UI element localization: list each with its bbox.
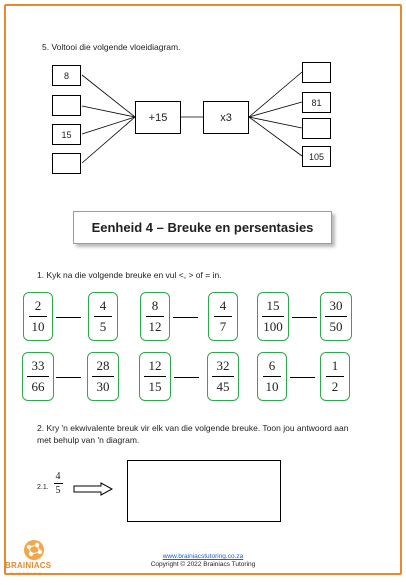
- fraction-card: 28 30: [87, 352, 119, 401]
- fraction-card: 1 2: [320, 352, 350, 401]
- numerator: 8: [151, 298, 159, 313]
- numerator: 6: [268, 358, 276, 373]
- numerator: 4: [99, 298, 107, 313]
- question-2-1-fraction: 4 5: [52, 471, 64, 496]
- fraction-card: 33 66: [22, 352, 54, 401]
- arrow-right-icon: [73, 482, 113, 496]
- denominator: 5: [99, 319, 107, 334]
- flow-operation-multiply: x3: [203, 101, 249, 134]
- numerator: 1: [331, 358, 339, 373]
- flow-output-1[interactable]: [302, 62, 331, 83]
- denominator: 30: [96, 379, 110, 394]
- denominator: 100: [263, 319, 283, 334]
- numerator: 15: [266, 298, 280, 313]
- question-2-text: 2. Kry 'n ekwivalente breuk vir elk van …: [37, 423, 349, 445]
- flow-operation-add: +15: [135, 101, 181, 134]
- denominator: 45: [216, 379, 230, 394]
- comparison-blank[interactable]: [290, 377, 315, 378]
- question-5-text: 5. Voltooi die volgende vloeidiagram.: [42, 42, 181, 52]
- fraction-card: 4 5: [88, 292, 118, 341]
- page-border: [4, 4, 402, 575]
- fraction-bar: [212, 376, 234, 377]
- denominator: 2: [331, 379, 339, 394]
- fraction-bar: [29, 316, 47, 317]
- fraction-bar: [326, 376, 344, 377]
- denominator: 7: [219, 319, 227, 334]
- fraction-bar: [53, 483, 63, 484]
- flow-input-1: 8: [52, 65, 81, 86]
- flow-output-3[interactable]: [302, 118, 331, 139]
- fraction-card: 12 15: [139, 352, 171, 401]
- copyright-text: Copyright © 2022 Brainiacs Tutoring: [150, 561, 256, 568]
- fraction-bar: [92, 376, 114, 377]
- flow-output-4: 105: [302, 146, 331, 167]
- fraction-card: 15 100: [257, 292, 289, 341]
- denominator: 10: [265, 379, 279, 394]
- answer-diagram-box[interactable]: [127, 460, 281, 522]
- fraction-bar: [146, 316, 164, 317]
- question-2-1-label: 2.1.: [37, 484, 49, 491]
- numerator: 2: [34, 298, 42, 313]
- comparison-blank[interactable]: [174, 377, 199, 378]
- fraction-card: 2 10: [23, 292, 53, 341]
- numerator: 30: [329, 298, 343, 313]
- flow-input-2[interactable]: [52, 95, 81, 116]
- denominator: 12: [148, 319, 162, 334]
- flow-input-3: 15: [52, 124, 81, 145]
- denominator: 15: [148, 379, 162, 394]
- numerator: 4: [55, 471, 61, 482]
- comparison-blank[interactable]: [56, 377, 81, 378]
- comparison-blank[interactable]: [56, 317, 81, 318]
- numerator: 4: [219, 298, 227, 313]
- flow-input-4[interactable]: [52, 153, 81, 174]
- logo-text: BRAINIACS: [5, 561, 52, 570]
- website-link[interactable]: www.brainiacstutoring.co.za: [162, 553, 244, 560]
- fraction-bar: [94, 316, 112, 317]
- question-1-text: 1. Kyk na die volgende breuke en vul <, …: [37, 270, 222, 280]
- flow-output-2: 81: [302, 92, 331, 113]
- denominator: 5: [55, 485, 61, 496]
- numerator: 28: [96, 358, 110, 373]
- denominator: 50: [329, 319, 343, 334]
- fraction-card: 8 12: [140, 292, 170, 341]
- fraction-bar: [263, 376, 281, 377]
- fraction-card: 6 10: [257, 352, 287, 401]
- comparison-blank[interactable]: [173, 317, 198, 318]
- comparison-blank[interactable]: [292, 317, 317, 318]
- unit-title: Eenheid 4 – Breuke en persentasies: [73, 211, 332, 244]
- denominator: 10: [31, 319, 45, 334]
- fraction-card: 4 7: [208, 292, 238, 341]
- numerator: 12: [148, 358, 162, 373]
- denominator: 66: [31, 379, 45, 394]
- fraction-bar: [262, 316, 284, 317]
- fraction-bar: [144, 376, 166, 377]
- fraction-card: 32 45: [207, 352, 239, 401]
- fraction-card: 30 50: [320, 292, 352, 341]
- fraction-bar: [325, 316, 347, 317]
- brainiacs-logo-icon: [24, 540, 44, 560]
- fraction-bar: [214, 316, 232, 317]
- fraction-bar: [27, 376, 49, 377]
- numerator: 33: [31, 358, 45, 373]
- numerator: 32: [216, 358, 230, 373]
- logo-subtext: TUTORING: [10, 571, 43, 576]
